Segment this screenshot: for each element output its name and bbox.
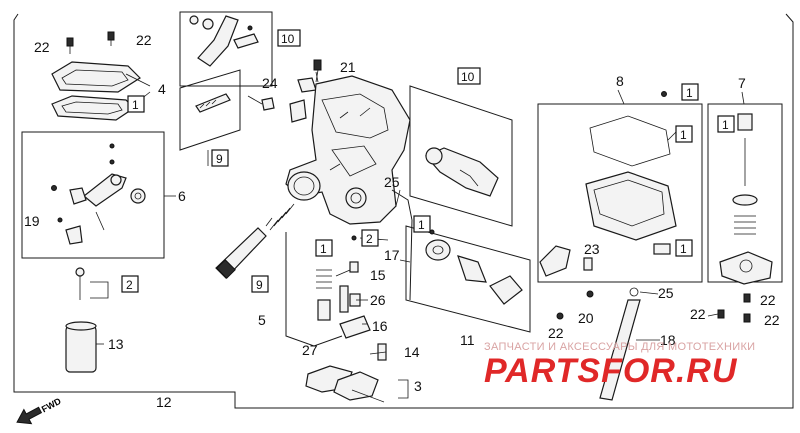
- callout-9: 9: [216, 152, 223, 166]
- drain-hose: [599, 287, 641, 401]
- label-18: 18: [660, 332, 676, 348]
- throttle-bracket-assembly: [179, 11, 273, 87]
- callout-1: 1: [320, 242, 327, 256]
- label-24: 24: [262, 75, 278, 91]
- watermark-logo: PARTSFOR.RU: [484, 352, 738, 390]
- label-7: 7: [738, 75, 746, 91]
- callout-1: 1: [680, 128, 687, 142]
- bottom-parts: [305, 343, 409, 403]
- screw-22b: [107, 31, 115, 46]
- part-number-labels: 22 22 4 6 19 13 12 21 24 25 25 17 15 26 …: [24, 32, 780, 410]
- label-25: 25: [658, 285, 674, 301]
- watermark: ЗАПЧАСТИ И АКСЕССУАРЫ ДЛЯ МОТОТЕХНИКИ PA…: [484, 341, 755, 390]
- label-3: 3: [414, 378, 422, 394]
- label-5: 5: [258, 312, 266, 328]
- callout-9: 9: [256, 278, 263, 292]
- label-23: 23: [584, 241, 600, 257]
- choke-panel: [405, 225, 531, 333]
- label-14: 14: [404, 344, 420, 360]
- callout-1: 1: [686, 86, 693, 100]
- label-21: 21: [340, 59, 356, 75]
- diaphragm-cover-panel: [707, 103, 783, 285]
- carburetor-body: [285, 75, 413, 301]
- throttle-stop-screw-panel: [179, 69, 241, 166]
- float-assembly: [65, 267, 109, 373]
- label-22: 22: [548, 325, 564, 341]
- throttle-cable-sleeve: [215, 203, 295, 279]
- accelerator-pump-panel: [409, 85, 513, 227]
- fwd-label: FWD: [40, 396, 63, 415]
- callout-10: 10: [461, 70, 475, 84]
- label-22: 22: [690, 306, 706, 322]
- label-12: 12: [156, 394, 172, 410]
- label-19: 19: [24, 213, 40, 229]
- lower-right-fasteners: [539, 245, 751, 323]
- label-25: 25: [384, 174, 400, 190]
- callout-1: 1: [722, 118, 729, 132]
- label-20: 20: [578, 310, 594, 326]
- float-bowl-panel: [537, 91, 703, 283]
- callout-10: 10: [281, 32, 295, 46]
- cover-assembly: [51, 31, 151, 121]
- boxed-callouts: 1 1 1 1 1 1 1 2 2 9 9 10 10: [121, 29, 735, 293]
- label-16: 16: [372, 318, 388, 334]
- label-11: 11: [460, 332, 475, 348]
- label-15: 15: [370, 267, 386, 283]
- linkage-panel: [21, 131, 176, 259]
- label-27: 27: [302, 342, 318, 358]
- callout-2: 2: [126, 278, 133, 292]
- label-22: 22: [760, 292, 776, 308]
- screw-22a: [66, 37, 74, 54]
- assembly-frame-line: [13, 13, 794, 409]
- label-22: 22: [764, 312, 780, 328]
- label-22: 22: [34, 39, 50, 55]
- label-17: 17: [384, 247, 400, 263]
- callout-1: 1: [680, 242, 687, 256]
- label-22: 22: [136, 32, 152, 48]
- watermark-caption: ЗАПЧАСТИ И АКСЕССУАРЫ ДЛЯ МОТОТЕХНИКИ: [484, 341, 755, 353]
- label-8: 8: [616, 73, 624, 89]
- label-6: 6: [178, 188, 186, 204]
- callout-1: 1: [418, 218, 425, 232]
- label-4: 4: [158, 81, 166, 97]
- label-13: 13: [108, 336, 124, 352]
- jet-parts-top: [261, 59, 322, 123]
- callout-2: 2: [366, 232, 373, 246]
- jet-stack-left: [285, 232, 371, 347]
- label-26: 26: [370, 292, 386, 308]
- callout-1: 1: [132, 98, 139, 112]
- forward-arrow: FWD: [16, 396, 63, 425]
